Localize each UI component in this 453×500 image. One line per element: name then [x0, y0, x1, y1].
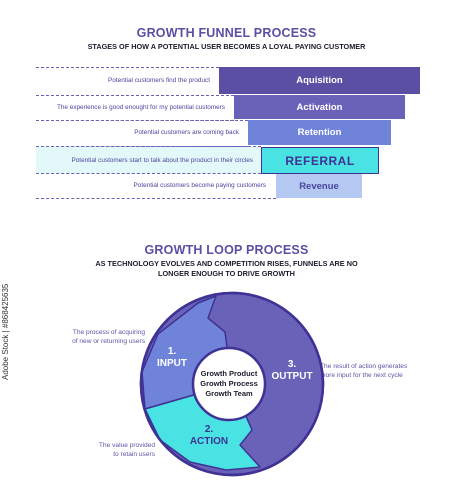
- output-note: The result of action generates more inpu…: [320, 362, 450, 380]
- center-line-2: Growth Process: [200, 379, 258, 388]
- dashed-guide: [36, 120, 248, 121]
- action-number: 2.: [205, 424, 214, 435]
- output-number: 3.: [288, 359, 297, 370]
- funnel-bar-referral: REFERRAL: [261, 147, 379, 174]
- funnel-bar-retention: Retention: [248, 120, 391, 145]
- action-note-line1: The value provided: [98, 442, 155, 449]
- loop-subtitle-line2: LONGER ENOUGH TO DRIVE GROWTH: [158, 269, 295, 278]
- action-note-line2: to retain users: [113, 451, 155, 458]
- dashed-guide: [36, 146, 261, 147]
- funnel-bar-revenue: Revenue: [276, 174, 362, 198]
- loop-subtitle-line1: AS TECHNOLOGY EVOLVES AND COMPETITION RI…: [95, 259, 358, 268]
- input-note-line2: of new or returning users: [72, 338, 145, 345]
- input-note-line1: The process of acquiring: [72, 329, 145, 336]
- dashed-guide: [36, 173, 276, 174]
- stage-description-aquisition: Potential customers find the product: [108, 77, 210, 84]
- funnel-bar-aquisition: Aquisition: [219, 67, 420, 94]
- input-label: INPUT: [157, 358, 187, 369]
- output-label: OUTPUT: [271, 371, 312, 382]
- funnel-bar-label: Revenue: [299, 180, 339, 192]
- action-label: ACTION: [190, 436, 228, 447]
- stage-description-revenue: Potential customers become paying custom…: [133, 182, 267, 189]
- dashed-guide: [36, 95, 234, 96]
- funnel-bar-label: REFERRAL: [285, 153, 355, 168]
- dashed-guide: [36, 67, 219, 68]
- funnel-bar-label: Aquisition: [296, 75, 343, 86]
- funnel-bar-label: Retention: [297, 127, 342, 138]
- funnel-subtitle: STAGES OF HOW A POTENTIAL USER BECOMES A…: [87, 42, 366, 51]
- input-number: 1.: [168, 346, 177, 357]
- loop-title: GROWTH LOOP PROCESS: [144, 243, 309, 257]
- stock-watermark: Adobe Stock | #868425635: [1, 283, 10, 380]
- referral-highlight-row: [36, 147, 261, 173]
- input-note: The process of acquiring of new or retur…: [40, 328, 145, 346]
- loop-outline: [139, 291, 325, 477]
- funnel-bar-activation: Activation: [234, 95, 405, 119]
- dashed-guide: [36, 198, 276, 199]
- center-line-3: Growth Team: [205, 389, 253, 398]
- stage-description-referral: Potential customers start to talk about …: [71, 157, 253, 164]
- loop-center-disc: [191, 346, 267, 422]
- stage-description-activation: The experience is good enought for my po…: [56, 104, 225, 111]
- stage-description-retention: Potential customers are coming back: [134, 129, 239, 136]
- output-note-line1: The result of action generates: [320, 363, 408, 370]
- action-note: The value provided to retain users: [40, 441, 155, 459]
- funnel-title: GROWTH FUNNEL PROCESS: [136, 26, 317, 40]
- output-note-line2: more input for the next cycle: [320, 372, 403, 379]
- funnel-bar-label: Activation: [296, 101, 343, 113]
- center-line-1: Growth Product: [201, 369, 258, 378]
